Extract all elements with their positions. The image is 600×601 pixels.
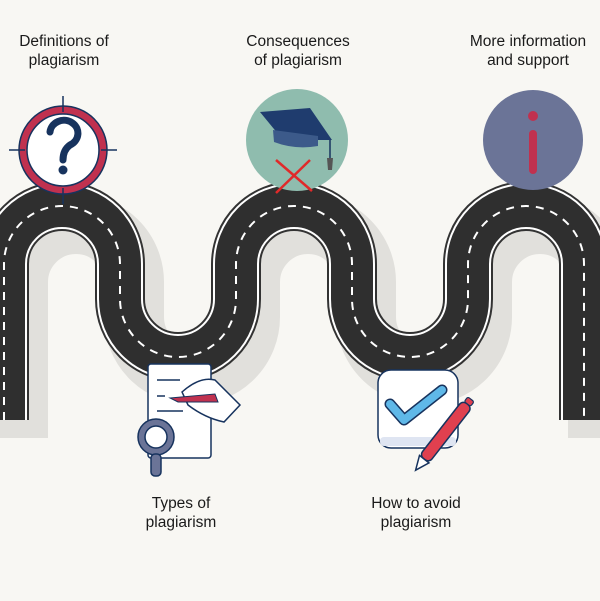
step-label-avoid: How to avoid plagiarism <box>371 495 461 531</box>
info-icon <box>483 90 583 190</box>
graduation-cap-cross-icon <box>246 89 348 194</box>
document-magnifier-icon <box>137 363 242 477</box>
step-label-types: Types of plagiarism <box>145 495 217 531</box>
step-label-more-information: More information and support <box>469 33 587 69</box>
step-label-definitions: Definitions of plagiarism <box>19 33 109 69</box>
question-target-icon <box>9 96 117 204</box>
checkbox-pen-icon <box>377 369 474 472</box>
step-label-consequences: Consequences of plagiarism <box>246 33 350 69</box>
